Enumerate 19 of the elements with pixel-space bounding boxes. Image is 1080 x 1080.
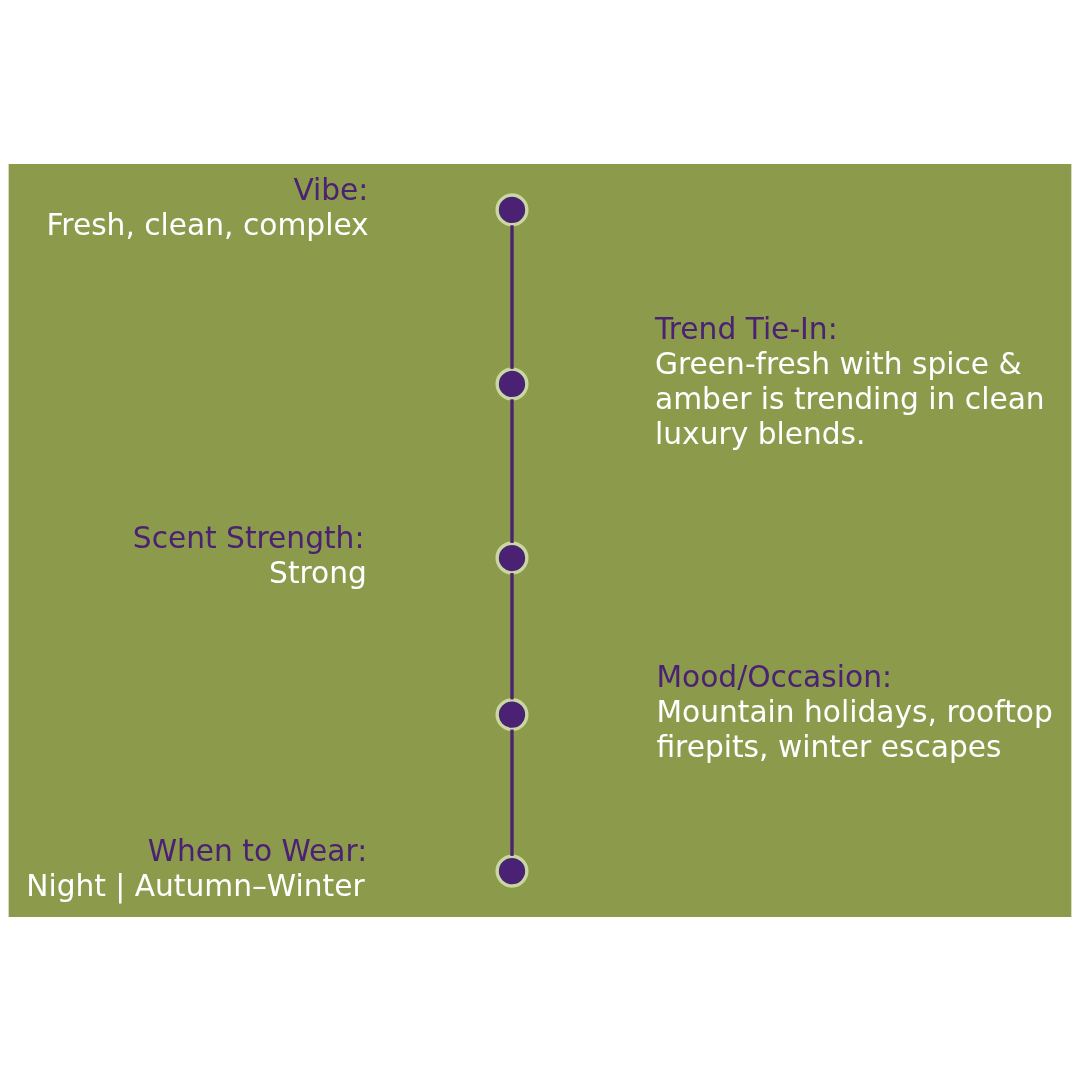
node-circle (495, 854, 529, 888)
node-label: Fresh, clean, complex (46, 206, 369, 242)
node-label: Night | Autumn–Winter (26, 867, 365, 903)
connector (510, 729, 514, 856)
node-label: When to Wear: (147, 832, 368, 868)
node-label: Trend Tie-In: (655, 310, 838, 346)
node-label: Scent Strength: (132, 519, 365, 555)
node-label: Strong (269, 554, 367, 590)
node-label: Green-fresh with spice & amber is trending in clean luxury blends. (655, 345, 1045, 451)
connector (510, 224, 514, 369)
node-label: Mood/Occasion: (656, 658, 892, 694)
node-circle (495, 541, 529, 575)
node-circle (495, 697, 529, 731)
connector (510, 398, 514, 543)
node-circle (495, 366, 529, 400)
node-label: Vibe: (293, 171, 369, 207)
node-circle (495, 192, 529, 226)
connector (510, 572, 514, 699)
node-label: Mountain holidays, rooftop firepits, winter escapes (656, 693, 1053, 764)
